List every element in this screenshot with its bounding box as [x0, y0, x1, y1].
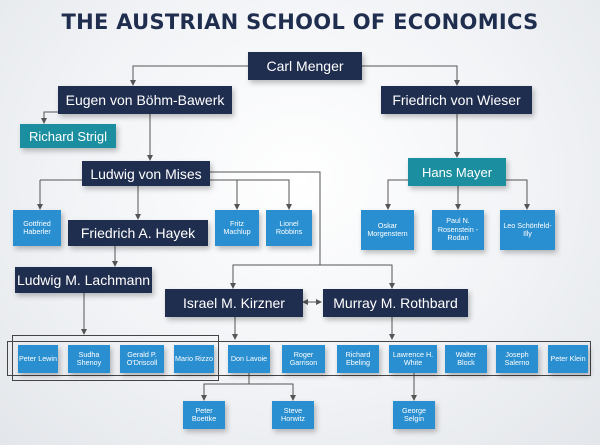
node-lavoie[interactable]: Don Lavoie: [228, 345, 270, 373]
node-odriscoll[interactable]: Gerald P. O'Driscoll: [120, 345, 164, 373]
node-rosenstein-rodan[interactable]: Paul N. Rosenstein -Rodan: [432, 210, 484, 250]
node-salerno[interactable]: Joseph Salerno: [496, 345, 538, 373]
node-bohm-bawerk[interactable]: Eugen von Böhm-Bawerk: [58, 86, 232, 114]
node-hans-mayer[interactable]: Hans Mayer: [408, 158, 506, 186]
node-robbins[interactable]: Lionel Robbins: [266, 210, 312, 246]
node-ebeling[interactable]: Richard Ebeling: [337, 345, 379, 373]
lachmann-students-frame: [12, 335, 219, 381]
node-morgenstern[interactable]: Oskar Morgenstern: [361, 210, 414, 250]
node-klein[interactable]: Peter Klein: [548, 345, 588, 373]
node-block[interactable]: Walter Block: [445, 345, 487, 373]
node-kirzner[interactable]: Israel M. Kirzner: [165, 289, 303, 317]
node-strigl[interactable]: Richard Strigl: [20, 124, 116, 148]
node-mises[interactable]: Ludwig von Mises: [82, 161, 210, 186]
node-selgin[interactable]: George Selgin: [393, 401, 435, 429]
diagram-title: THE AUSTRIAN SCHOOL OF ECONOMICS: [61, 10, 539, 34]
node-haberler[interactable]: Gottfried Haberler: [13, 210, 61, 246]
node-lachmann[interactable]: Ludwig M. Lachmann: [15, 267, 152, 293]
node-boettke[interactable]: Peter Boettke: [183, 401, 225, 429]
students-group-frame: [7, 341, 591, 376]
node-shenoy[interactable]: Sudha Shenoy: [68, 345, 110, 373]
node-hayek[interactable]: Friedrich A. Hayek: [68, 220, 208, 246]
node-horwitz[interactable]: Steve Horwitz: [272, 401, 314, 429]
node-rizzo[interactable]: Mario Rizzo: [174, 345, 214, 373]
node-white[interactable]: Lawrence H. White: [389, 345, 437, 373]
node-schonfeld-illy[interactable]: Leo Schönfeld-Illy: [500, 210, 555, 250]
node-machlup[interactable]: Fritz Machlup: [215, 210, 259, 246]
node-garrison[interactable]: Roger Garrison: [282, 345, 325, 373]
node-carl-menger[interactable]: Carl Menger: [248, 52, 362, 80]
node-rothbard[interactable]: Murray M. Rothbard: [323, 289, 468, 317]
node-wieser[interactable]: Friedrich von Wieser: [381, 86, 532, 114]
node-lewin[interactable]: Peter Lewin: [18, 345, 58, 373]
